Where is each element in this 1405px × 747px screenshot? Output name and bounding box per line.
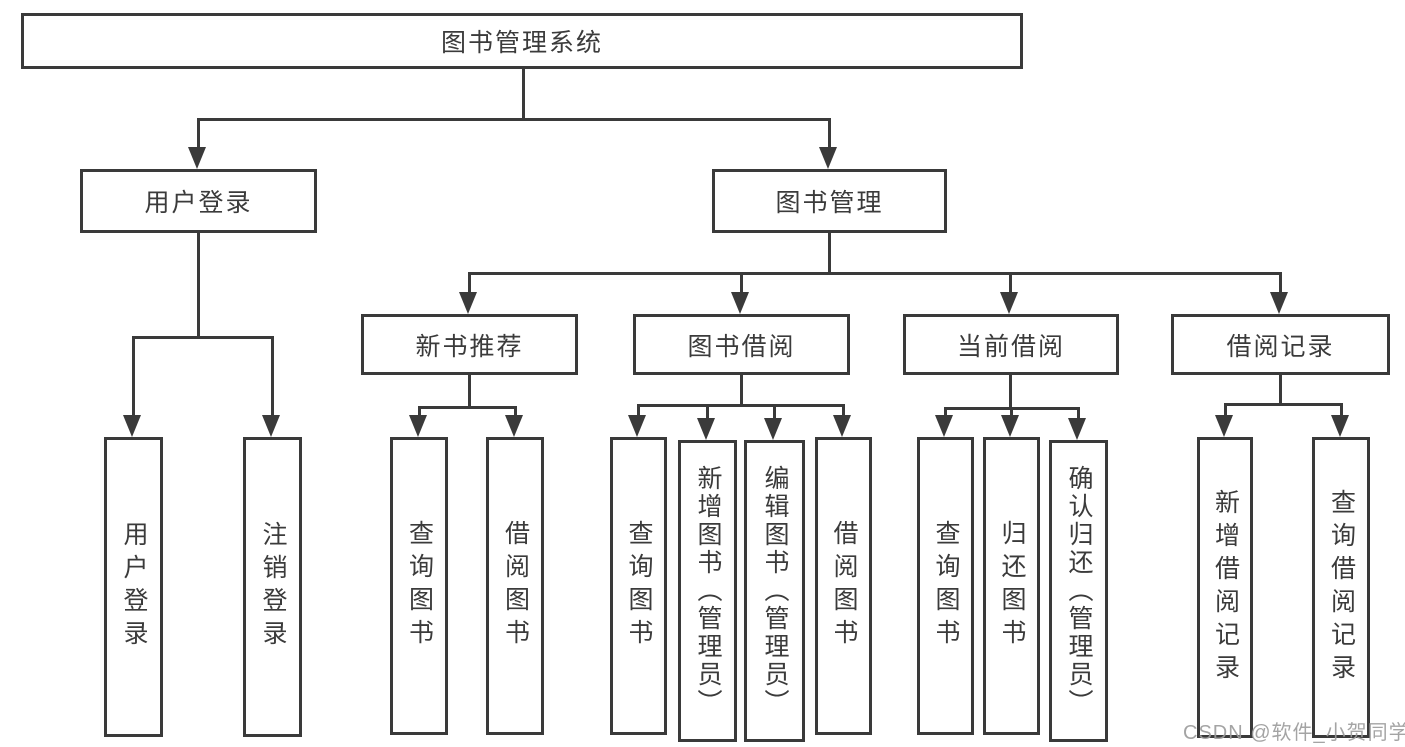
connector-stub (197, 233, 200, 339)
leaf-query-books-recommend: 查询图书 (390, 437, 448, 735)
node-label: 新书推荐 (415, 332, 524, 361)
arrowhead-down-icon (628, 415, 646, 437)
leaf-user-login: 用户登录 (104, 437, 163, 737)
arrowhead-down-icon (409, 415, 427, 437)
node-label: 借阅记录 (1226, 332, 1335, 361)
leaf-confirm-return-admin: 确认归还（管理员） (1049, 440, 1108, 742)
node-label: 查询图书 (932, 520, 960, 652)
arrowhead-down-icon (1001, 415, 1019, 437)
connector-drop (706, 404, 709, 422)
node-label: 用户登录 (144, 189, 253, 217)
node-label: 查询图书 (405, 520, 434, 652)
node-user-login: 用户登录 (80, 169, 317, 233)
arrowhead-down-icon (731, 292, 749, 314)
connector-bar (132, 336, 274, 339)
leaf-borrow-books-recommend: 借阅图书 (486, 437, 544, 735)
connector-drop (773, 404, 776, 422)
csdn-watermark: CSDN @软件_小贺同学 (1183, 722, 1405, 744)
leaf-add-borrow-record: 新增借阅记录 (1197, 437, 1253, 738)
arrowhead-down-icon (833, 415, 851, 437)
leaf-query-books-current: 查询图书 (917, 437, 974, 735)
connector-drop (1340, 403, 1343, 419)
node-book-borrowing: 图书借阅 (633, 314, 850, 375)
connector-stub (740, 375, 743, 407)
connector-drop (828, 118, 831, 151)
node-label: 用户登录 (120, 521, 148, 653)
node-label: 图书管理 (775, 189, 884, 217)
connector-bar (468, 272, 1282, 275)
arrowhead-down-icon (935, 415, 953, 437)
node-new-book-recommend: 新书推荐 (361, 314, 578, 375)
arrowhead-down-icon (188, 147, 206, 169)
connector-drop (1224, 403, 1227, 419)
connector-drop (271, 336, 274, 419)
connector-bar (418, 406, 517, 409)
arrowhead-down-icon (459, 292, 477, 314)
node-label: 新增借阅记录 (1211, 488, 1240, 687)
connector-stub (1009, 375, 1012, 410)
node-root: 图书管理系统 (21, 13, 1023, 69)
connector-stub (522, 68, 525, 121)
node-label: 归还图书 (998, 520, 1026, 652)
node-label: 注销登录 (259, 521, 287, 653)
connector-drop (514, 406, 517, 419)
leaf-query-books-borrow: 查询图书 (610, 437, 667, 735)
node-label: 确认归还（管理员） (1065, 465, 1093, 717)
node-label: 查询借阅记录 (1327, 488, 1356, 687)
arrowhead-down-icon (262, 415, 280, 437)
node-label: 当前借阅 (956, 332, 1065, 361)
leaf-logout: 注销登录 (243, 437, 302, 737)
node-label: 借阅图书 (830, 520, 858, 652)
leaf-return-book: 归还图书 (983, 437, 1040, 735)
connector-bar (1224, 403, 1343, 406)
arrowhead-down-icon (123, 415, 141, 437)
node-borrow-records: 借阅记录 (1171, 314, 1390, 375)
leaf-add-book-admin: 新增图书（管理员） (678, 440, 737, 742)
connector-drop (1077, 407, 1080, 422)
connector-drop (842, 404, 845, 419)
arrowhead-down-icon (819, 147, 837, 169)
connector-drop (944, 407, 947, 419)
leaf-query-borrow-record: 查询借阅记录 (1312, 437, 1370, 738)
connector-drop (197, 118, 200, 151)
node-label: 图书管理系统 (440, 29, 603, 57)
connector-drop (1009, 272, 1012, 296)
node-book-management: 图书管理 (712, 169, 947, 233)
arrowhead-down-icon (1331, 415, 1349, 437)
node-label: 编辑图书（管理员） (761, 465, 789, 717)
connector-drop (740, 272, 743, 296)
node-label: 新增图书（管理员） (694, 465, 722, 717)
arrowhead-down-icon (697, 418, 715, 440)
connector-stub (828, 233, 831, 275)
leaf-borrow-books-borrow: 借阅图书 (815, 437, 872, 735)
connector-drop (468, 272, 471, 296)
arrowhead-down-icon (505, 415, 523, 437)
node-label: 借阅图书 (501, 520, 530, 652)
connector-stub (468, 375, 471, 409)
arrowhead-down-icon (1068, 418, 1086, 440)
node-label: 图书借阅 (687, 332, 796, 361)
arrowhead-down-icon (764, 418, 782, 440)
node-current-borrowing: 当前借阅 (903, 314, 1119, 375)
arrowhead-down-icon (1215, 415, 1233, 437)
arrowhead-down-icon (1270, 292, 1288, 314)
connector-bar (197, 118, 831, 121)
leaf-edit-book-admin: 编辑图书（管理员） (744, 440, 805, 742)
connector-drop (418, 406, 421, 419)
connector-stub (1279, 375, 1282, 406)
connector-bar (637, 404, 845, 407)
connector-drop (1279, 272, 1282, 296)
connector-drop (132, 336, 135, 419)
node-label: 查询图书 (625, 520, 653, 652)
arrowhead-down-icon (1000, 292, 1018, 314)
connector-drop (637, 404, 640, 419)
connector-drop (1010, 407, 1013, 419)
